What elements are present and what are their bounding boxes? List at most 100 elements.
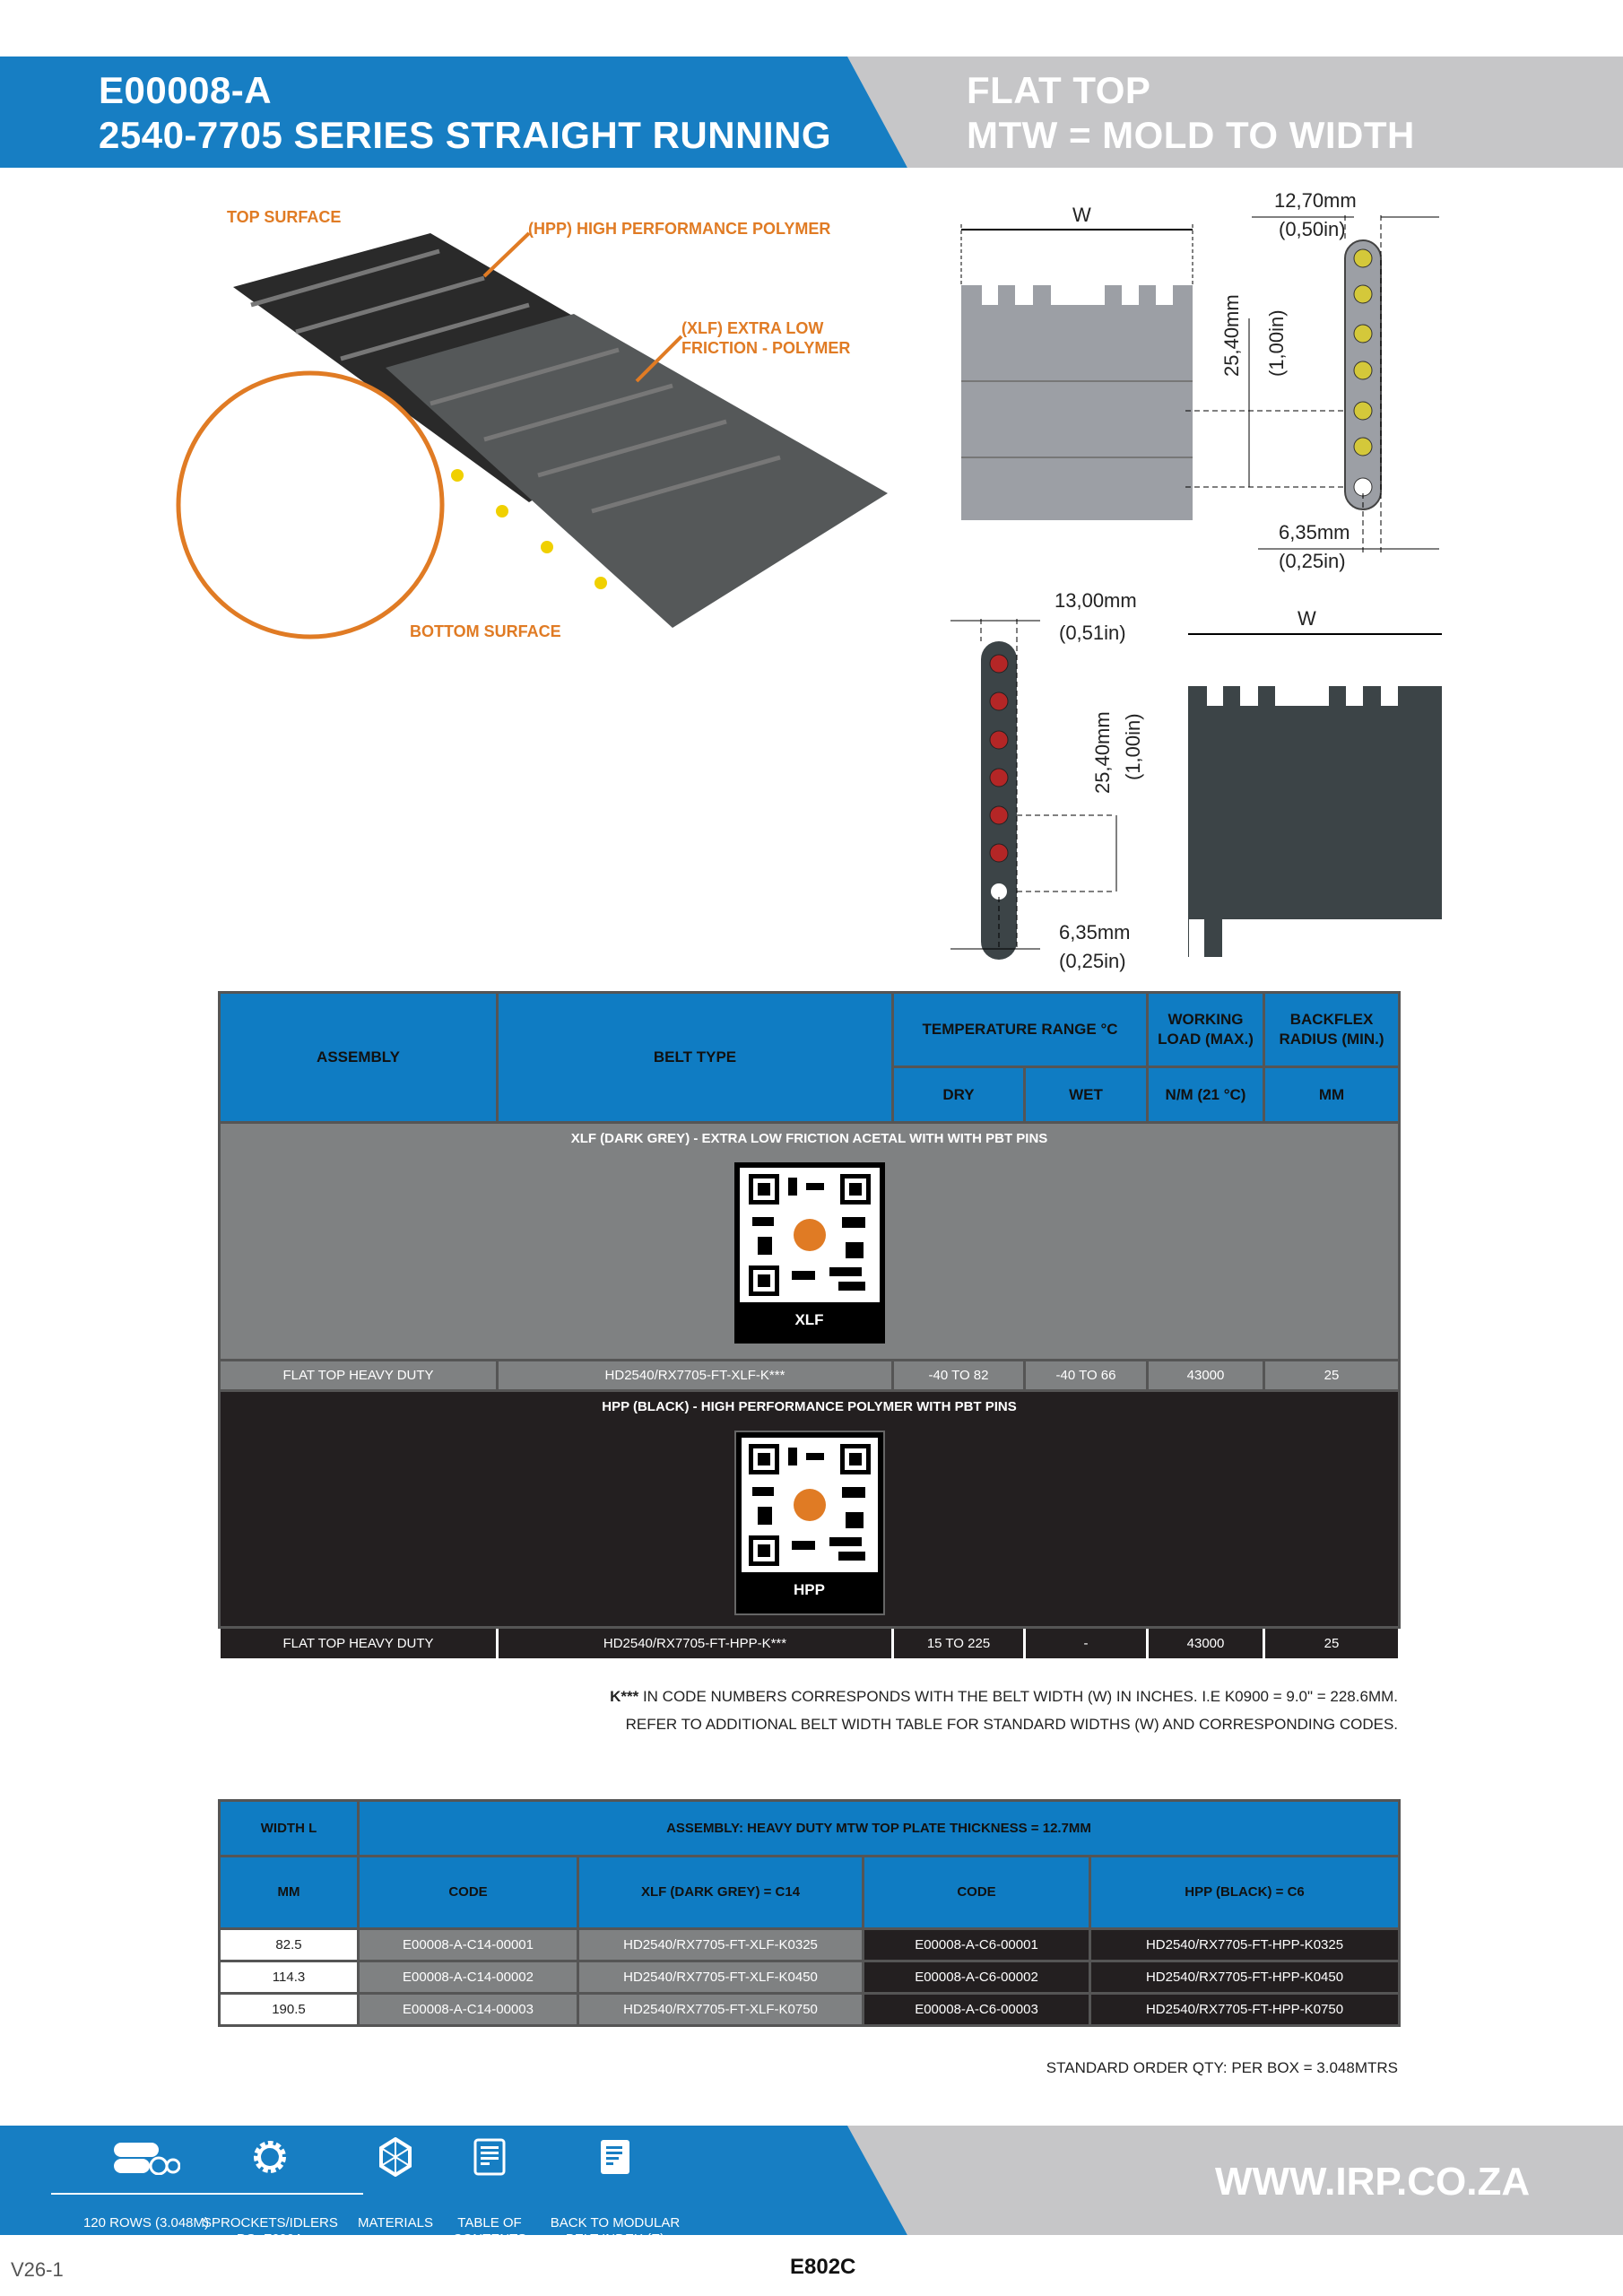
col-xlf-code: CODE — [357, 1855, 579, 1930]
pitch-in: (1,00in) — [1265, 309, 1288, 377]
footer-link-sprockets[interactable]: SPROCKETS/IDLERS PG. F600A — [203, 2135, 338, 2248]
hpp-belt-type: HD2540/RX7705-FT-HPP-K*** — [496, 1626, 894, 1661]
col-xlf: XLF (DARK GREY) = C14 — [577, 1855, 864, 1930]
hpp-qr-label: HPP — [794, 1581, 825, 1598]
hpp-backflex: 25 — [1263, 1626, 1402, 1661]
wet-header: WET — [1022, 1065, 1150, 1124]
hpp-code: E00008-A-C6-00001 — [862, 1927, 1091, 1962]
document-icon — [473, 2138, 506, 2176]
website-link[interactable]: WWW.IRP.CO.ZA — [1215, 2160, 1531, 2204]
page-number: E802C — [790, 2255, 856, 2279]
version-label: V26-1 — [11, 2258, 64, 2281]
xlf-part: HD2540/RX7705-FT-XLF-K0450 — [577, 1960, 864, 1995]
temp-header: TEMPERATURE RANGE °C — [890, 991, 1150, 1068]
footer-link-label: TABLE OF CONTENTS — [452, 2215, 527, 2247]
hpp-wet: - — [1022, 1626, 1150, 1661]
hpp-code: E00008-A-C6-00003 — [862, 1992, 1091, 2027]
hpp-assembly: FLAT TOP HEAVY DUTY — [218, 1626, 499, 1661]
footer-link-materials[interactable]: MATERIALS — [328, 2135, 463, 2231]
xlf-pitch-in: (1,00in) — [1122, 713, 1144, 780]
width-mm: 190.5 — [218, 1992, 360, 2027]
header-banner-grey — [847, 57, 1623, 168]
gear-icon — [203, 2135, 337, 2179]
footer-link-belt-index[interactable]: BACK TO MODULAR BELT INDEX (E) — [548, 2135, 682, 2248]
w-label-top: W — [1072, 204, 1091, 226]
backflex-header: BACKFLEX RADIUS (MIN.) — [1263, 991, 1402, 1068]
bottom-surface-callout-circle — [176, 370, 445, 639]
xlf-label-2: FRICTION - POLYMER — [681, 339, 851, 357]
xlf-part: HD2540/RX7705-FT-XLF-K0750 — [577, 1992, 864, 2027]
offset-in: (0,25in) — [1279, 550, 1346, 572]
series-title: 2540-7705 SERIES STRAIGHT RUNNING — [99, 114, 832, 156]
belt-type-title: FLAT TOP — [967, 69, 1151, 111]
xlf-offset-in: (0,25in) — [1059, 950, 1126, 972]
footer-link-label: BACK TO MODULAR BELT INDEX (E) — [550, 2215, 681, 2247]
document-icon — [601, 2140, 629, 2174]
width-mm: 82.5 — [218, 1927, 360, 1962]
xlf-part: HD2540/RX7705-FT-XLF-K0325 — [577, 1927, 864, 1962]
standard-order-qty: STANDARD ORDER QTY: PER BOX = 3.048MTRS — [1046, 2059, 1398, 2076]
xlf-label-1: (XLF) EXTRA LOW — [681, 319, 824, 337]
xlf-backflex: 25 — [1263, 1359, 1402, 1392]
k-code-note: K*** IN CODE NUMBERS CORRESPONDS WITH TH… — [610, 1688, 1398, 1706]
footer-link-label: SPROCKETS/IDLERS PG. F600A — [203, 2215, 338, 2247]
xlf-thick-mm: 13,00mm — [1055, 589, 1137, 612]
mtw-title: MTW = MOLD TO WIDTH — [967, 114, 1415, 156]
note-line-2: REFER TO ADDITIONAL BELT WIDTH TABLE FOR… — [625, 1716, 1398, 1733]
xlf-dimension-drawing — [950, 619, 1442, 960]
note-line-1: IN CODE NUMBERS CORRESPONDS WITH THE BEL… — [638, 1688, 1398, 1705]
xlf-pitch-mm: 25,40mm — [1091, 711, 1114, 794]
hpp-part: HD2540/RX7705-FT-HPP-K0325 — [1088, 1927, 1402, 1962]
col-hpp: HPP (BLACK) = C6 — [1088, 1855, 1402, 1930]
w-label-bottom: W — [1298, 607, 1316, 630]
bottom-surface-label: BOTTOM SURFACE — [410, 622, 561, 640]
rolls-icon — [114, 2143, 180, 2175]
footer-divider — [51, 2193, 363, 2195]
top-surface-label: TOP SURFACE — [227, 208, 342, 226]
load-header: WORKING LOAD (MAX.) — [1146, 991, 1266, 1068]
width-header: WIDTH L — [218, 1799, 360, 1857]
footer-link-rows[interactable]: 120 ROWS (3.048M) — [79, 2135, 213, 2231]
pitch-mm: 25,40mm — [1220, 294, 1243, 377]
dry-header: DRY — [891, 1065, 1026, 1124]
backflex-unit-header: MM — [1263, 1065, 1402, 1124]
xlf-qr-code[interactable]: XLF — [733, 1162, 885, 1344]
xlf-section-title: XLF (DARK GREY) - EXTRA LOW FRICTION ACE… — [570, 1131, 1048, 1146]
hpp-load: 43000 — [1146, 1626, 1266, 1661]
xlf-wet: -40 TO 66 — [1022, 1359, 1150, 1392]
footer-link-label: MATERIALS — [358, 2215, 433, 2231]
qr-icon — [748, 1174, 871, 1296]
hpp-section-title: HPP (BLACK) - HIGH PERFORMANCE POLYMER W… — [602, 1399, 1017, 1414]
hpp-dry: 15 TO 225 — [891, 1626, 1026, 1661]
offset-mm: 6,35mm — [1279, 521, 1350, 544]
hpp-part: HD2540/RX7705-FT-HPP-K0750 — [1088, 1992, 1402, 2027]
xlf-code: E00008-A-C14-00002 — [357, 1960, 579, 1995]
footer-link-toc[interactable]: TABLE OF CONTENTS — [422, 2135, 557, 2248]
xlf-code: E00008-A-C14-00001 — [357, 1927, 579, 1962]
hpp-code: E00008-A-C6-00002 — [862, 1960, 1091, 1995]
xlf-load: 43000 — [1146, 1359, 1266, 1392]
col-mm: MM — [218, 1855, 360, 1930]
k-code-marker: K*** — [610, 1688, 639, 1705]
width-mm: 114.3 — [218, 1960, 360, 1995]
belt-type-header: BELT TYPE — [496, 991, 894, 1124]
hpp-qr-code[interactable]: HPP — [733, 1431, 885, 1615]
xlf-thick-in: (0,51in) — [1059, 622, 1126, 644]
hpp-dimension-drawing — [960, 215, 1439, 556]
xlf-dry: -40 TO 82 — [891, 1359, 1026, 1392]
load-unit-header: N/M (21 °C) — [1146, 1065, 1266, 1124]
pitch-width-mm: 12,70mm — [1274, 189, 1357, 212]
xlf-section: XLF (DARK GREY) - EXTRA LOW FRICTION ACE… — [217, 1121, 1402, 1361]
hpp-part: HD2540/RX7705-FT-HPP-K0450 — [1088, 1960, 1402, 1995]
hpp-label: (HPP) HIGH PERFORMANCE POLYMER — [528, 220, 831, 238]
footer-banner-grey — [847, 2126, 1623, 2235]
xlf-assembly: FLAT TOP HEAVY DUTY — [218, 1359, 499, 1392]
qr-icon — [748, 1444, 871, 1566]
assembly-header: ASSEMBLY: HEAVY DUTY MTW TOP PLATE THICK… — [356, 1799, 1402, 1857]
assembly-header: ASSEMBLY — [218, 991, 499, 1124]
